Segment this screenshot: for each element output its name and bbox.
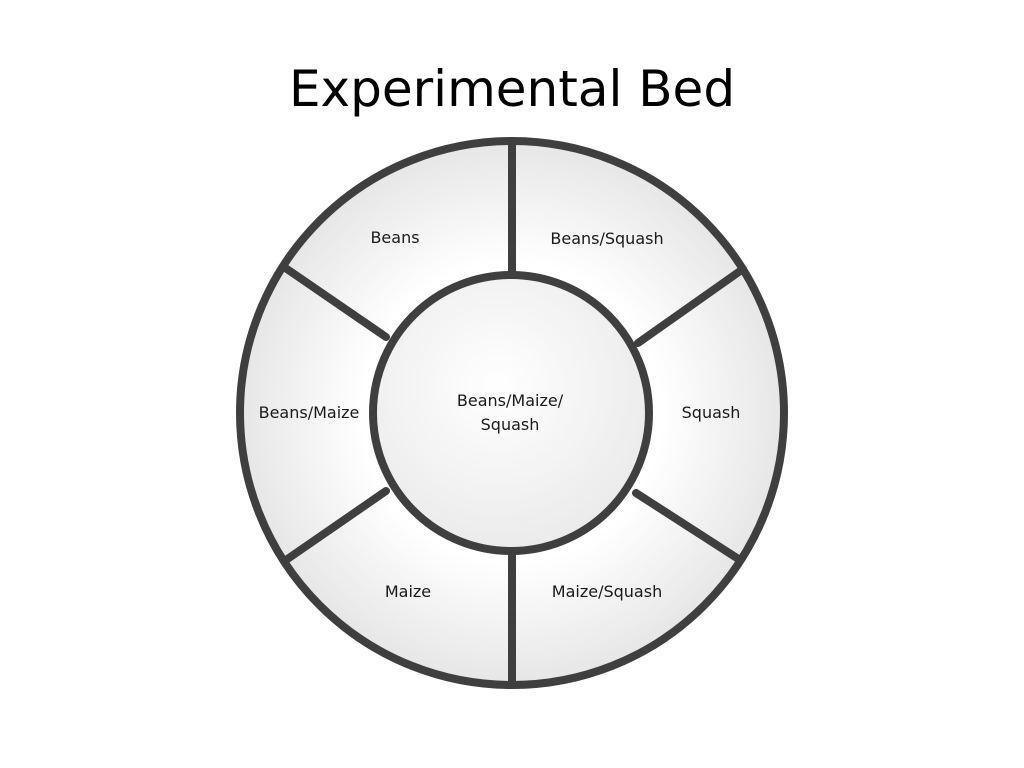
center-label-line1: Beans/Maize/ bbox=[457, 391, 564, 410]
center-bed-circle bbox=[369, 271, 653, 555]
section-label-maize-squash: Maize/Squash bbox=[552, 582, 662, 601]
center-label-line2: Squash bbox=[481, 415, 540, 434]
section-label-beans: Beans bbox=[370, 228, 419, 247]
section-label-maize: Maize bbox=[385, 582, 431, 601]
section-label-squash: Squash bbox=[682, 403, 741, 422]
divider-upper-right bbox=[634, 265, 747, 347]
divider-lower-left bbox=[282, 487, 390, 564]
section-label-beans-maize: Beans/Maize bbox=[259, 403, 360, 422]
slide-title: Experimental Bed bbox=[288, 60, 736, 118]
divider-upper-left bbox=[280, 263, 390, 341]
divider-lower-right bbox=[632, 489, 744, 564]
section-label-beans-squash: Beans/Squash bbox=[550, 229, 663, 248]
